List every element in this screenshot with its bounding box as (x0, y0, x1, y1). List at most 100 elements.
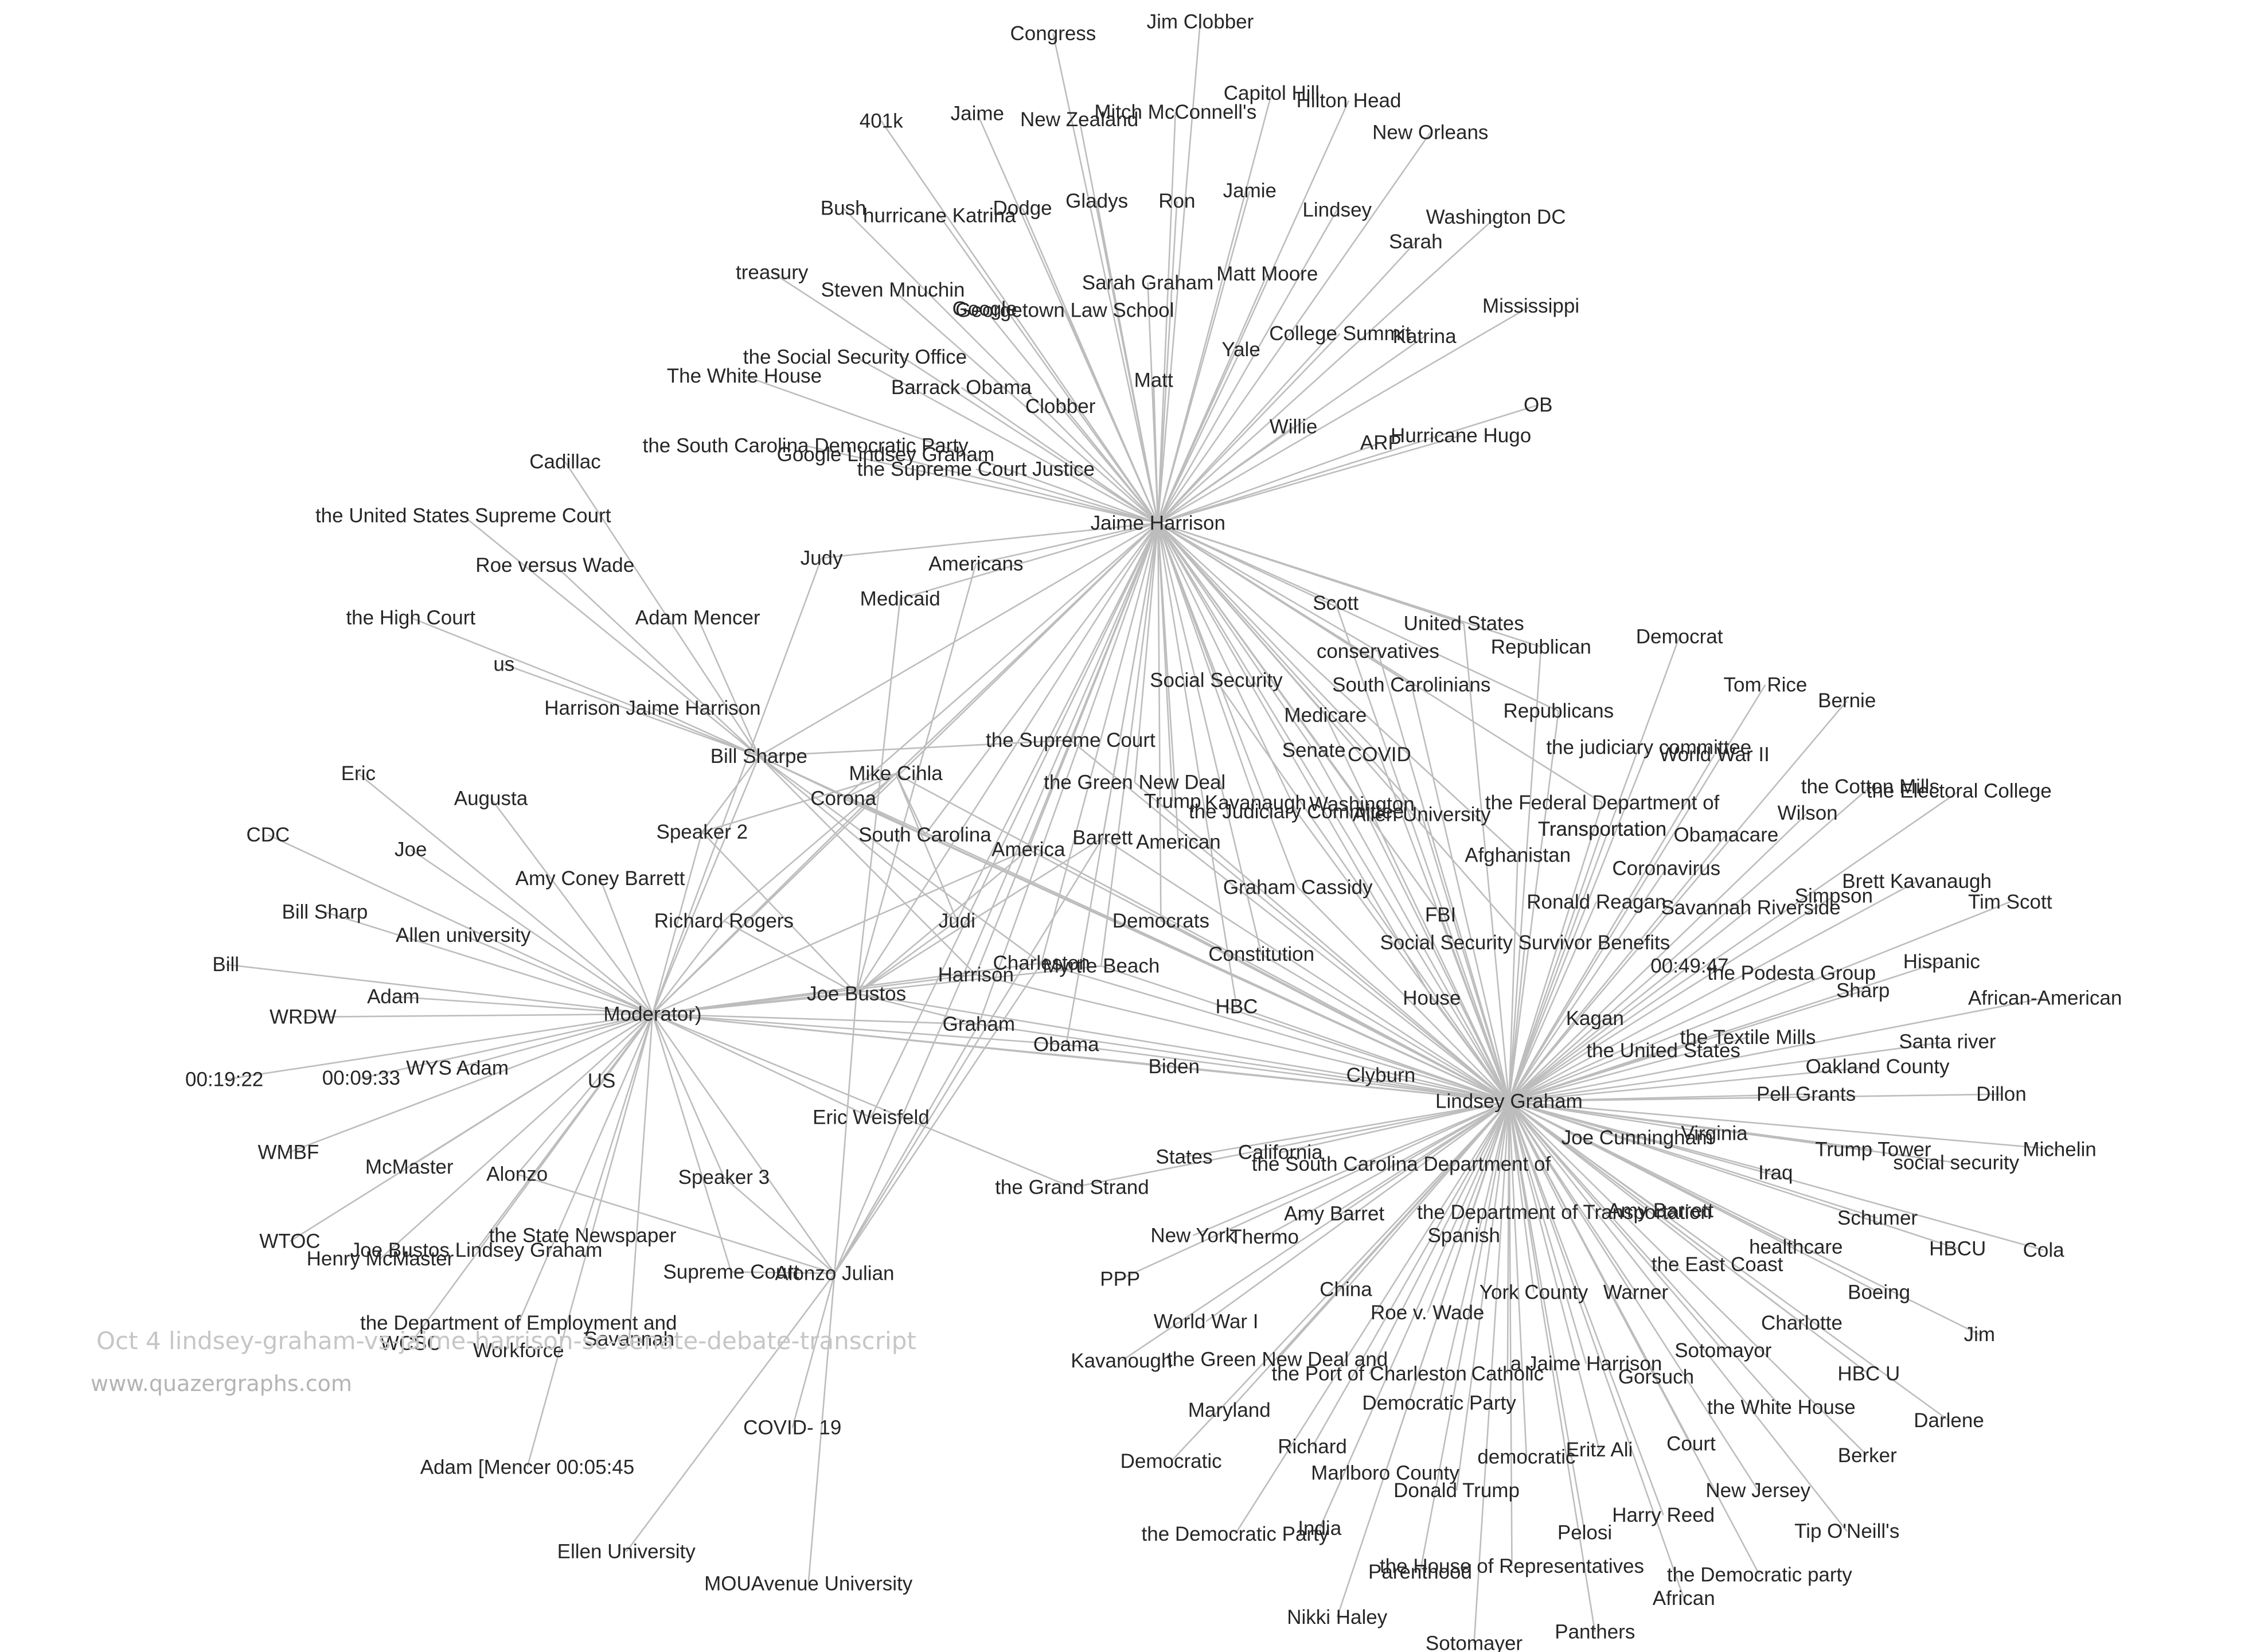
node-label-california: California (1238, 1141, 1323, 1164)
node-label-the-department-of-employment-and: the Department of Employment and (360, 1312, 677, 1334)
node-label-the-high-court: the High Court (346, 606, 475, 629)
edge-jaime-harrison-eric-weisfeld (870, 523, 1159, 1118)
node-label-eric: Eric (341, 762, 376, 785)
node-label-amy-barret: Amy Barret (1284, 1202, 1384, 1225)
node-label-spanish: Spanish (1427, 1224, 1500, 1246)
node-label-myrtle-beach: Myrtle Beach (1043, 955, 1160, 977)
node-label-the-green-new-deal-and: the Green New Deal and (1167, 1348, 1388, 1370)
node-label-savannah-riverside: Savannah Riverside (1661, 897, 1840, 919)
edge-lindsey-graham-republican (1508, 646, 1542, 1102)
edge-moderator-the-department-of-employment-and (518, 1014, 654, 1323)
node-label-henry-mcmaster: Henry McMaster (307, 1248, 454, 1270)
node-label-sharp: Sharp (1836, 980, 1890, 1002)
edge-joe-bustos-judi (856, 920, 958, 995)
node-label-georgetown-law-school: Georgetown Law School (955, 299, 1174, 322)
node-label-republicans: Republicans (1503, 700, 1614, 722)
node-label-us: US (588, 1070, 616, 1092)
node-label-mitch-mcconnell-s: Mitch McConnell's (1094, 101, 1256, 123)
node-label-democrats: Democrats (1112, 910, 1209, 932)
node-label-donald-trump: Donald Trump (1393, 1479, 1520, 1502)
edge-lindsey-graham-the-south-carolina-department-of (1400, 1101, 1510, 1165)
edge-lindsey-graham-the-textile-mills (1509, 1037, 1748, 1102)
edge-lindsey-graham-barrett (1102, 837, 1510, 1102)
edge-jaime-harrison-treasury (771, 271, 1159, 524)
node-label-roe-versus-wade: Roe versus Wade (475, 554, 634, 576)
edge-moderator-america (652, 848, 1029, 1015)
node-label-panthers: Panthers (1555, 1620, 1635, 1643)
edge-moderator-eric-weisfeld (652, 1013, 872, 1119)
edge-lindsey-graham-graham-cassidy (1297, 886, 1510, 1102)
edge-lindsey-graham-amy-barret (1333, 1101, 1510, 1214)
edge-lindsey-graham-sotomayor (1508, 1101, 1724, 1351)
node-label-bill: Bill (212, 953, 239, 976)
node-label-savannah: Savannah (584, 1328, 674, 1350)
edge-jaime-harrison-clobber (1060, 406, 1159, 524)
node-label-wtoc: WTOC (259, 1230, 320, 1253)
node-label-the-white-house: the White House (1707, 1396, 1856, 1419)
node-label-iraq: Iraq (1758, 1162, 1793, 1184)
edge-lindsey-graham-tom-rice (1508, 684, 1766, 1102)
edge-lindsey-graham-california (1280, 1100, 1509, 1154)
node-label-the-cotton-mills: the Cotton Mills (1801, 776, 1939, 798)
node-label-coronavirus: Coronavirus (1612, 857, 1720, 879)
edge-joe-bustos-medicaid (856, 598, 901, 994)
edge-lindsey-graham-mike-cihla (895, 773, 1510, 1102)
node-label-the-port-of-charleston: the Port of Charleston (1271, 1363, 1466, 1385)
edge-moderator-henry-mcmaster (380, 1013, 653, 1260)
node-label-college-summit: College Summit (1269, 322, 1411, 345)
edge-lindsey-graham-the-judiciary-committee (1508, 747, 1650, 1102)
edge-lindsey-graham-obama (1066, 1043, 1509, 1102)
node-label-pell-grants: Pell Grants (1756, 1083, 1856, 1105)
node-label-obamacare: Obamacare (1673, 824, 1778, 846)
node-label-united-states: United States (1404, 613, 1524, 635)
edge-lindsey-graham-boeing (1508, 1101, 1880, 1293)
node-label-scott: Scott (1313, 592, 1359, 614)
edge-joe-bustos-speaker-2 (701, 831, 857, 995)
node-label-ob: OB (1524, 394, 1553, 416)
edge-jaime-harrison-lindsey-graham (1157, 523, 1510, 1102)
edge-lindsey-graham-pelosi (1508, 1101, 1586, 1533)
node-label-boeing: Boeing (1848, 1281, 1910, 1303)
node-label-washington-dc: Washington DC (1426, 206, 1566, 228)
edge-alonzo-julian-mouavenue-university (807, 1273, 836, 1584)
node-label-clobber: Clobber (1025, 395, 1096, 418)
edge-bill-sharpe-us (503, 664, 759, 757)
edge-bill-sharpe-roe-versus-wade (554, 564, 760, 757)
edge-jaime-harrison-american (1157, 523, 1180, 843)
node-label-matt: Matt (1134, 369, 1173, 391)
edge-lindsey-graham-the-cotton-mills (1508, 786, 1871, 1102)
edge-lindsey-graham-michelin (1509, 1100, 2060, 1151)
node-label-hbc: HBC (1216, 996, 1258, 1018)
edge-jaime-harrison-republicans (1157, 522, 1559, 712)
node-label-new-york: New York (1150, 1224, 1235, 1246)
edge-lindsey-graham-darlene (1508, 1101, 1950, 1421)
node-label-speaker-2: Speaker 2 (656, 821, 748, 843)
edge-mike-cihla-judi (895, 773, 958, 921)
edge-joe-bustos-alonzo-julian (834, 993, 857, 1274)
node-label-hurricane-katrina: hurricane Katrina (863, 204, 1016, 227)
edge-alonzo-julian-barrett (834, 837, 1103, 1274)
edge-moderator-adam (393, 996, 653, 1015)
node-label-sarah-graham: Sarah Graham (1082, 271, 1214, 294)
node-label-joe-bustos: Joe Bustos (807, 983, 906, 1005)
edge-lindsey-graham-joe-bustos (856, 992, 1509, 1102)
node-label-healthcare: healthcare (1749, 1236, 1842, 1259)
edge-lindsey-graham-roe-v-wade (1426, 1101, 1510, 1314)
node-label-trump: Trump (1144, 790, 1201, 813)
node-label-charlotte: Charlotte (1761, 1312, 1842, 1334)
edge-lindsey-graham-a-jaime-harrison (1508, 1101, 1587, 1364)
node-label-democratic: Democratic (1121, 1450, 1222, 1472)
node-label-the-democratic-party: the Democratic Party (1142, 1523, 1329, 1545)
edge-jaime-harrison-south-carolina (924, 523, 1159, 836)
edge-lindsey-graham-democratic-party (1438, 1101, 1510, 1404)
watermark-title: Oct 4 lindsey-graham-vs-jaime-harrison-s… (96, 1327, 916, 1355)
node-label-cdc: CDC (246, 824, 290, 846)
edge-layer (224, 21, 2060, 1644)
node-label-the-social-security-office: the Social Security Office (743, 346, 967, 368)
node-label-virginia: Virginia (1681, 1123, 1748, 1145)
node-label-ppp: PPP (1100, 1268, 1140, 1291)
edge-lindsey-graham-thermo (1264, 1101, 1510, 1238)
node-label-dillon: Dillon (1976, 1083, 2027, 1105)
edge-jaime-harrison-republican (1157, 522, 1541, 648)
